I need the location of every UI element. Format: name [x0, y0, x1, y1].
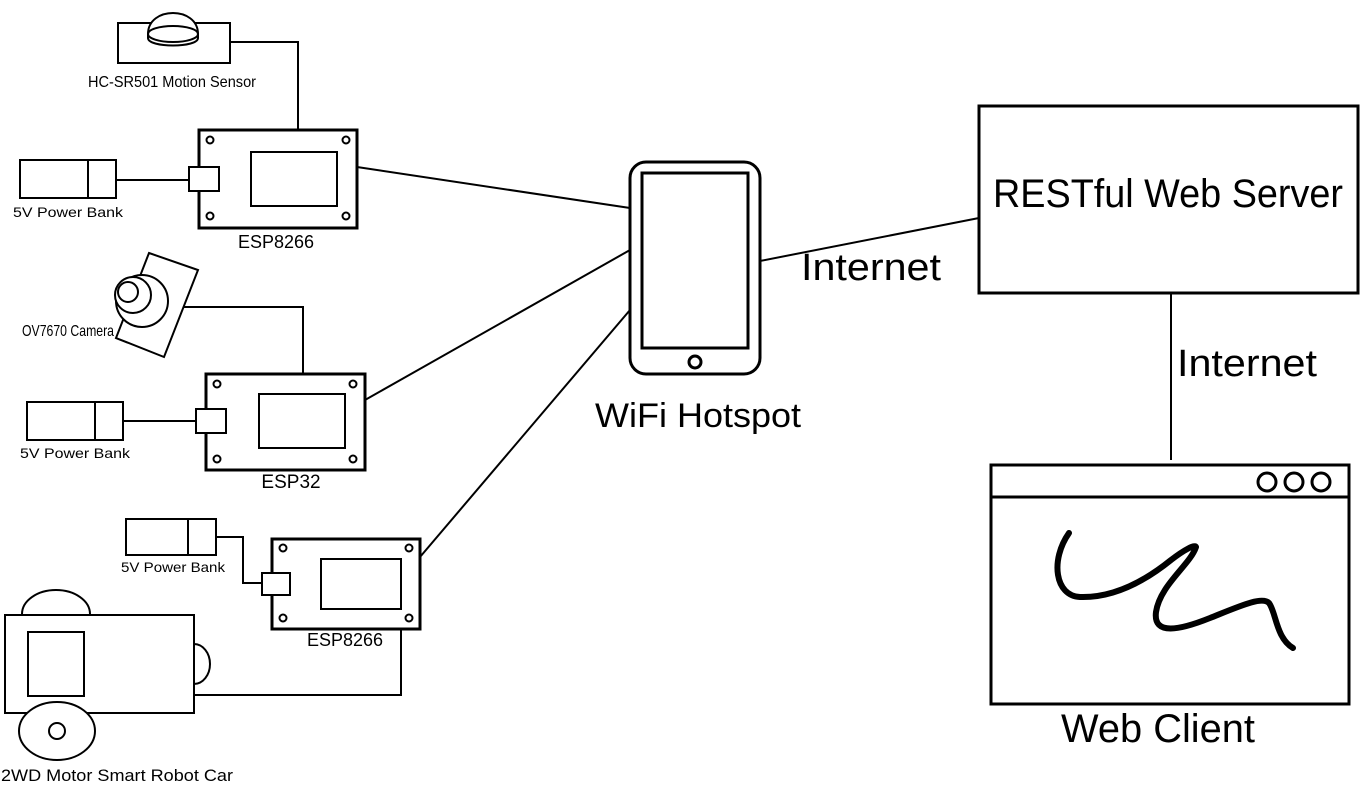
web-client-label: Web Client	[1061, 707, 1255, 751]
camera-icon	[114, 251, 200, 359]
connection-lines	[116, 41, 1172, 696]
hotspot-label: WiFi Hotspot	[595, 397, 802, 435]
sensor-to-esp1-wire	[230, 41, 299, 130]
scribble-content	[1054, 530, 1296, 651]
esp-board-label-1: ESP8266	[238, 232, 314, 252]
web-server-box	[977, 104, 1360, 295]
esp-board-icon	[195, 372, 367, 472]
power-bank-icon	[19, 159, 117, 199]
power-bank-label-3: 5V Power Bank	[121, 559, 226, 575]
esp-board-label-3: ESP8266	[307, 630, 383, 650]
power-bank-label-2: 5V Power Bank	[20, 445, 131, 461]
esp2-to-hotspot-link	[364, 249, 631, 401]
camera-label: OV7670 Camera	[22, 323, 114, 340]
power-bank-icon	[26, 401, 124, 441]
power-bank-label-1: 5V Power Bank	[13, 204, 124, 220]
internet-label-1: Internet	[801, 247, 941, 289]
web-server-label: RESTful Web Server	[993, 172, 1343, 216]
hotspot-to-server-link	[759, 217, 980, 262]
esp-board-icon	[261, 537, 422, 631]
esp-board-label-2: ESP32	[261, 472, 320, 493]
esp3-to-robot-car-wire	[194, 629, 402, 696]
esp-board-icon	[188, 128, 359, 230]
smartphone-icon	[628, 160, 762, 376]
motion-sensor-label: HC-SR501 Motion Sensor	[88, 74, 257, 91]
robot-car-label: 2WD Motor Smart Robot Car	[1, 766, 233, 785]
powerbank3-to-esp3-wire	[216, 536, 262, 584]
power-bank-icon	[125, 518, 217, 556]
esp1-to-hotspot-link	[356, 166, 631, 209]
internet-label-2: Internet	[1177, 343, 1317, 385]
esp3-to-hotspot-link	[419, 309, 631, 558]
camera-to-esp2-wire	[180, 306, 304, 374]
robot-car-icon	[4, 589, 211, 761]
motion-sensor-icon	[117, 12, 231, 64]
